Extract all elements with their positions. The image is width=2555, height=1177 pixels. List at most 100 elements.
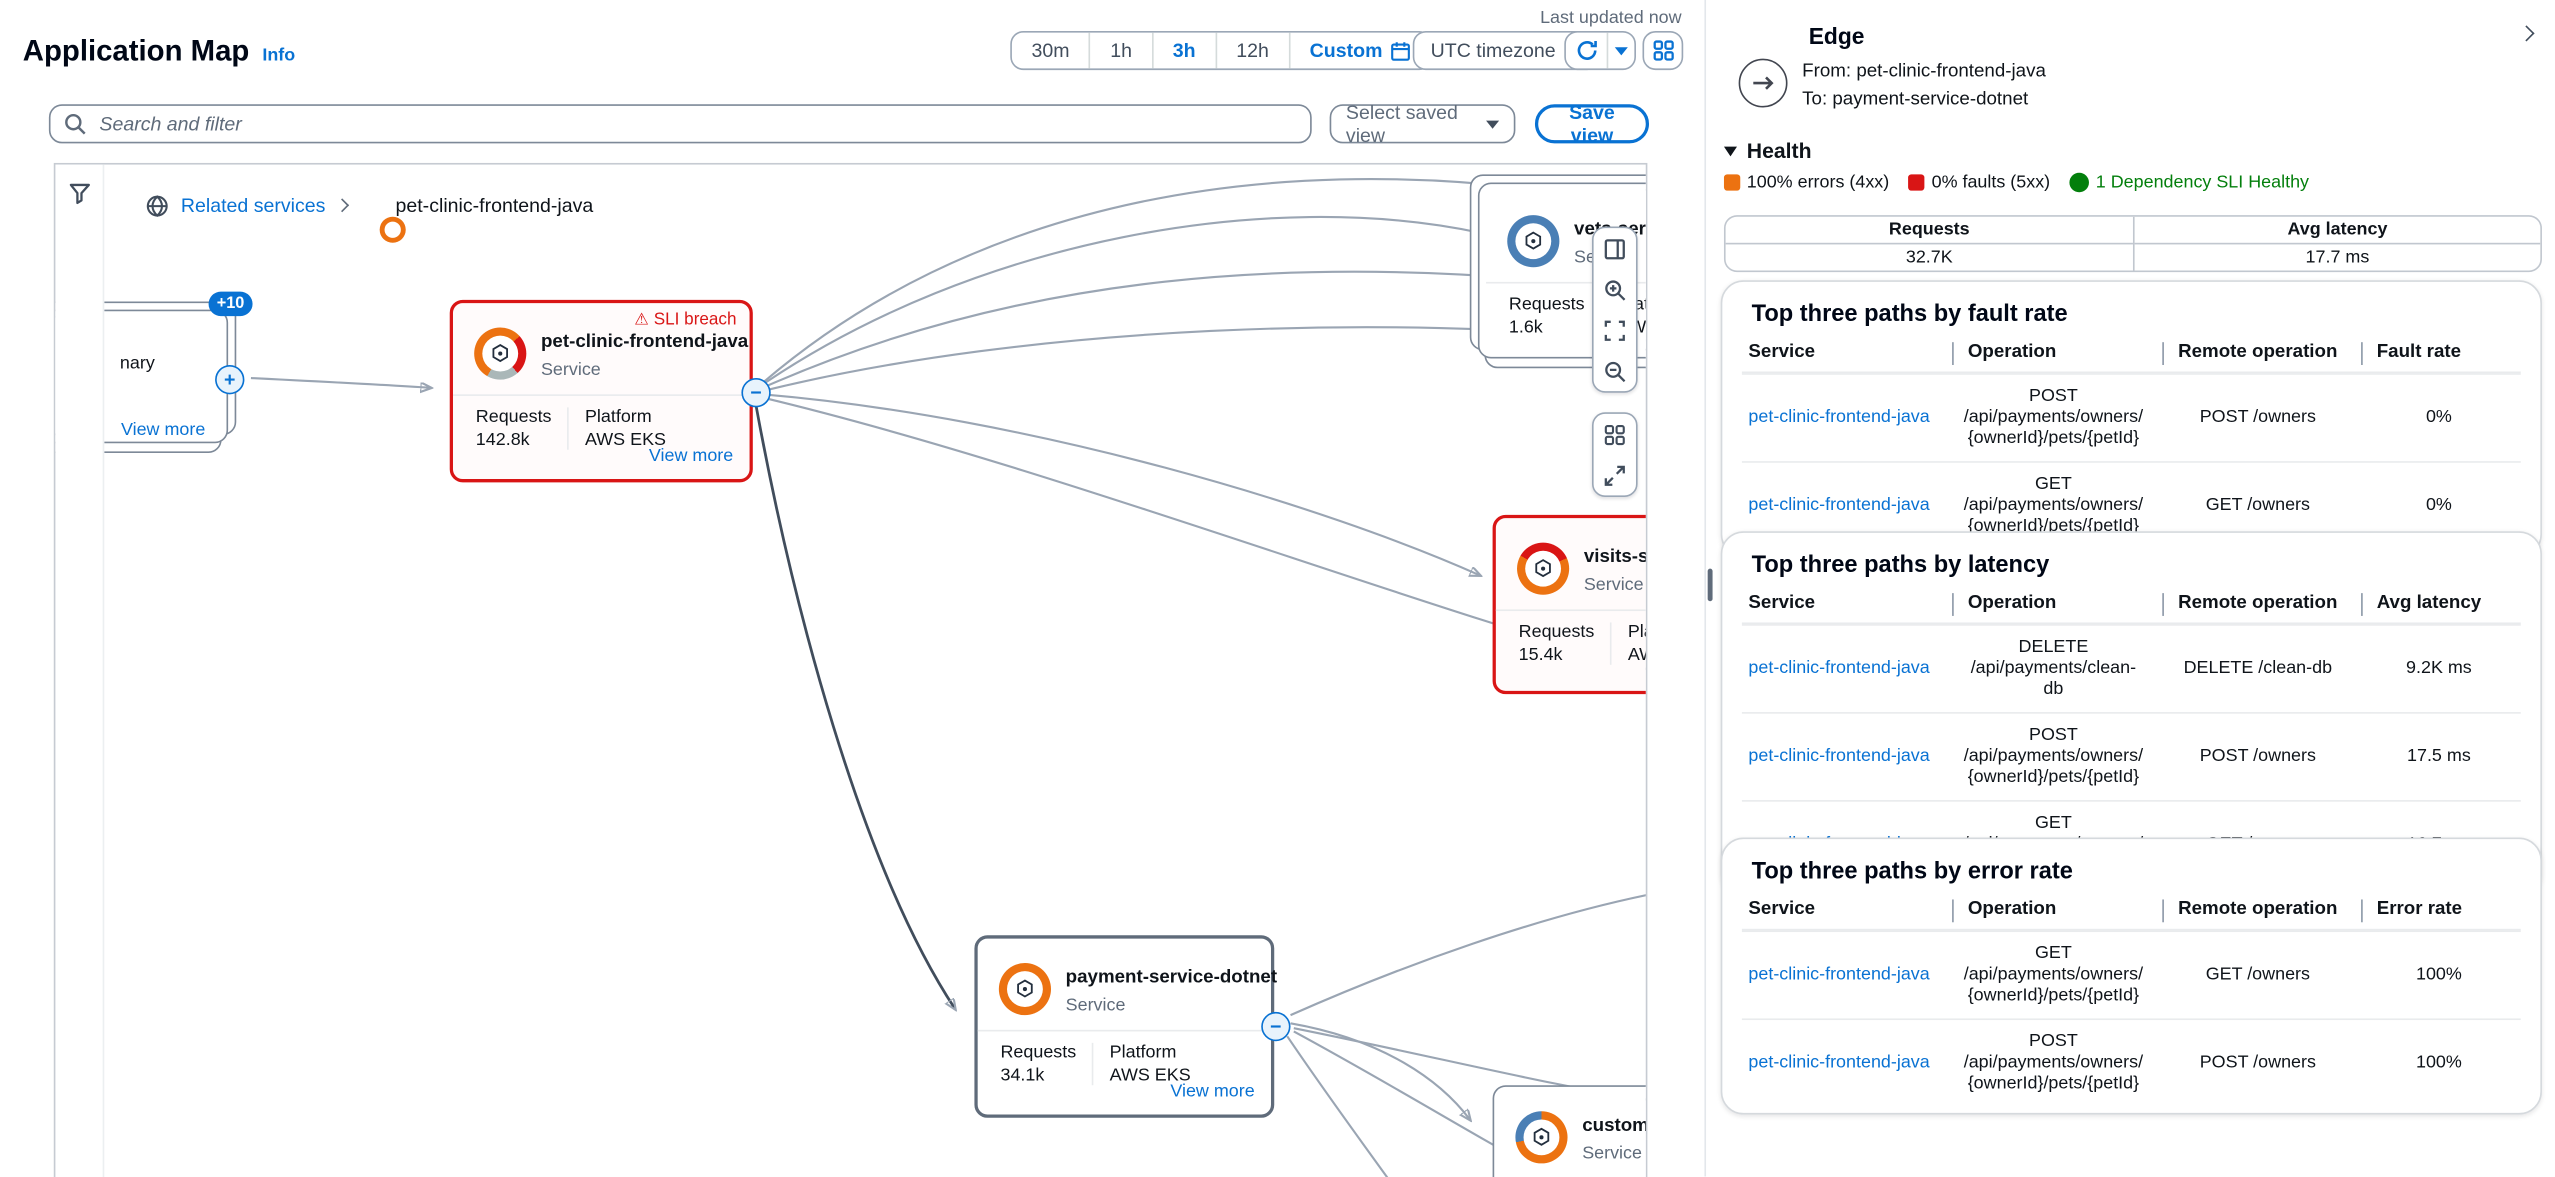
- timezone-label: UTC timezone: [1430, 39, 1556, 62]
- service-link[interactable]: pet-clinic-frontend-java: [1748, 965, 1930, 985]
- fit-to-view-button[interactable]: [1594, 310, 1636, 351]
- node-customers-service[interactable]: customers-service Service: [1492, 1085, 1646, 1177]
- operation-cell: POST /api/payments/owners/{ownerId}/pets…: [1963, 1031, 2144, 1094]
- view-more-link[interactable]: View more: [120, 420, 206, 440]
- zoom-out-button[interactable]: [1594, 350, 1636, 391]
- node-stats: Requests 34.1k Platform AWS EKS: [977, 1029, 1271, 1086]
- minimap-toggle-button[interactable]: [1594, 228, 1636, 269]
- service-health-ring: [998, 963, 1052, 1016]
- edge: [761, 178, 1571, 384]
- error-rate-card: Top three paths by error rate Service Op…: [1720, 837, 2542, 1115]
- breadcrumb-related-services[interactable]: Related services: [180, 193, 326, 217]
- group-nodes-button[interactable]: [1594, 414, 1636, 455]
- col-error-rate: Error rate: [2357, 899, 2521, 923]
- grid-squares-icon: [1652, 40, 1673, 61]
- custom-label: Custom: [1309, 39, 1383, 62]
- collapse-connector[interactable]: −: [741, 378, 771, 408]
- calendar-icon: [1391, 41, 1411, 60]
- requests-label: Requests: [1508, 294, 1585, 315]
- table-row: pet-clinic-frontend-java POST /api/payme…: [1741, 711, 2521, 800]
- requests-stat-value: 32.7K: [1905, 247, 1953, 268]
- col-service: Service: [1748, 593, 1816, 613]
- service-hexagon-icon: [1533, 1127, 1550, 1146]
- time-range-12h[interactable]: 12h: [1215, 32, 1288, 69]
- node-visits-service[interactable]: visits-service Service Requests 15.4k Pl…: [1492, 514, 1646, 695]
- requests-value: 1.6k: [1508, 317, 1543, 338]
- chevron-down-icon: [1614, 46, 1628, 55]
- remote-operation-cell: POST /owners: [2199, 1053, 2316, 1073]
- refresh-button[interactable]: [1566, 33, 1607, 69]
- node-pet-clinic-frontend-java[interactable]: ⚠ SLI breach pet-clinic-frontend-java Se…: [449, 299, 753, 483]
- zoom-in-icon: [1605, 279, 1626, 300]
- edge: [250, 376, 430, 388]
- health-section-toggle[interactable]: Health: [1723, 139, 1812, 163]
- panel-collapse-button[interactable]: [2509, 16, 2542, 49]
- panel-resize-handle[interactable]: [1704, 0, 1714, 1177]
- error-rate-cell: 100%: [2415, 1053, 2462, 1073]
- col-operation: Operation: [1948, 899, 2158, 923]
- expand-connector[interactable]: +: [215, 364, 245, 395]
- time-range-30m[interactable]: 30m: [1031, 39, 1070, 62]
- fullscreen-button[interactable]: [1594, 455, 1636, 496]
- service-hexagon-icon: [1017, 979, 1033, 998]
- fault-rate-cell: 0%: [2425, 408, 2452, 428]
- view-more-link[interactable]: View more: [648, 446, 734, 467]
- requests-label: Requests: [475, 407, 552, 427]
- requests-stat: Requests 32.7K: [1725, 217, 2133, 271]
- edge-from: From: pet-clinic-frontend-java: [1802, 61, 2046, 82]
- col-service: Service: [1748, 899, 1816, 920]
- latency-stat-value: 17.7 ms: [2305, 247, 2370, 268]
- remote-operation-cell: POST /owners: [2199, 408, 2316, 428]
- edge: [1290, 894, 1646, 1017]
- platform-label: Platform: [1109, 1042, 1177, 1063]
- related-services-icon: [146, 194, 168, 217]
- platform-label: Platform: [584, 407, 652, 427]
- service-link[interactable]: pet-clinic-frontend-java: [1748, 495, 1930, 516]
- save-view-button[interactable]: Save view: [1534, 101, 1650, 147]
- avg-latency-cell: 9.2K ms: [2406, 659, 2472, 679]
- sli-breach-label: SLI breach: [653, 309, 737, 330]
- node-count-badge[interactable]: +10: [208, 291, 253, 317]
- requests-label: Requests: [1000, 1042, 1077, 1063]
- edge-stats: Requests 32.7K Avg latency 17.7 ms: [1723, 215, 2542, 273]
- node-type: Service: [1582, 1143, 1642, 1164]
- edge-details-panel: Edge From: pet-clinic-frontend-java To: …: [1714, 0, 2555, 1177]
- node-type: Service: [540, 360, 601, 380]
- map-canvas[interactable]: Related services pet-clinic-frontend-jav…: [53, 162, 1648, 1177]
- table-row: pet-clinic-frontend-java DELETE /api/pay…: [1741, 624, 2521, 712]
- edge: [762, 393, 1480, 575]
- refresh-options-button[interactable]: [1606, 32, 1635, 69]
- map-filter-button[interactable]: [61, 176, 97, 212]
- fit-corners-icon: [1604, 319, 1625, 341]
- saved-view-select[interactable]: Select saved view: [1329, 101, 1516, 147]
- time-range-custom[interactable]: Custom: [1288, 32, 1431, 69]
- platform-value: AWS EKS: [584, 430, 666, 450]
- service-link[interactable]: pet-clinic-frontend-java: [1748, 746, 1930, 767]
- card-title: Top three paths by error rate: [1751, 858, 2073, 885]
- edge-to: To: payment-service-dotnet: [1802, 89, 2029, 110]
- time-range-1h[interactable]: 1h: [1089, 32, 1152, 69]
- saved-view-label: Select saved view: [1345, 101, 1458, 147]
- time-range-3h[interactable]: 3h: [1151, 32, 1216, 69]
- service-ring-icon: [379, 216, 406, 243]
- service-link[interactable]: pet-clinic-frontend-java: [1748, 1053, 1930, 1073]
- col-operation: Operation: [1948, 342, 2158, 365]
- zoom-in-button[interactable]: [1594, 269, 1636, 310]
- service-link[interactable]: pet-clinic-frontend-java: [1748, 659, 1930, 679]
- view-options-button[interactable]: [1642, 30, 1684, 71]
- chevron-right-icon: [2517, 24, 2534, 41]
- map-filter-strip: [55, 164, 105, 1177]
- search-filter-container: [48, 104, 1312, 144]
- service-link[interactable]: pet-clinic-frontend-java: [1748, 408, 1930, 428]
- node-payment-service-dotnet[interactable]: payment-service-dotnet Service Requests …: [974, 935, 1277, 1118]
- platform-value: AWS EKS: [1627, 645, 1646, 665]
- edge-frontend-to-payment[interactable]: [754, 405, 955, 1009]
- search-input[interactable]: [96, 110, 1298, 137]
- view-more-link[interactable]: View more: [1170, 1081, 1255, 1102]
- sli-healthy-badge: ✓ 1 Dependency SLI Healthy: [2069, 172, 2309, 193]
- collapse-connector[interactable]: −: [1261, 1011, 1291, 1042]
- breadcrumb: Related services pet-clinic-frontend-jav…: [145, 192, 593, 243]
- info-link[interactable]: Info: [262, 45, 296, 66]
- remote-operation-cell: GET /owners: [2205, 495, 2310, 516]
- errors-label: 100% errors (4xx): [1746, 172, 1890, 193]
